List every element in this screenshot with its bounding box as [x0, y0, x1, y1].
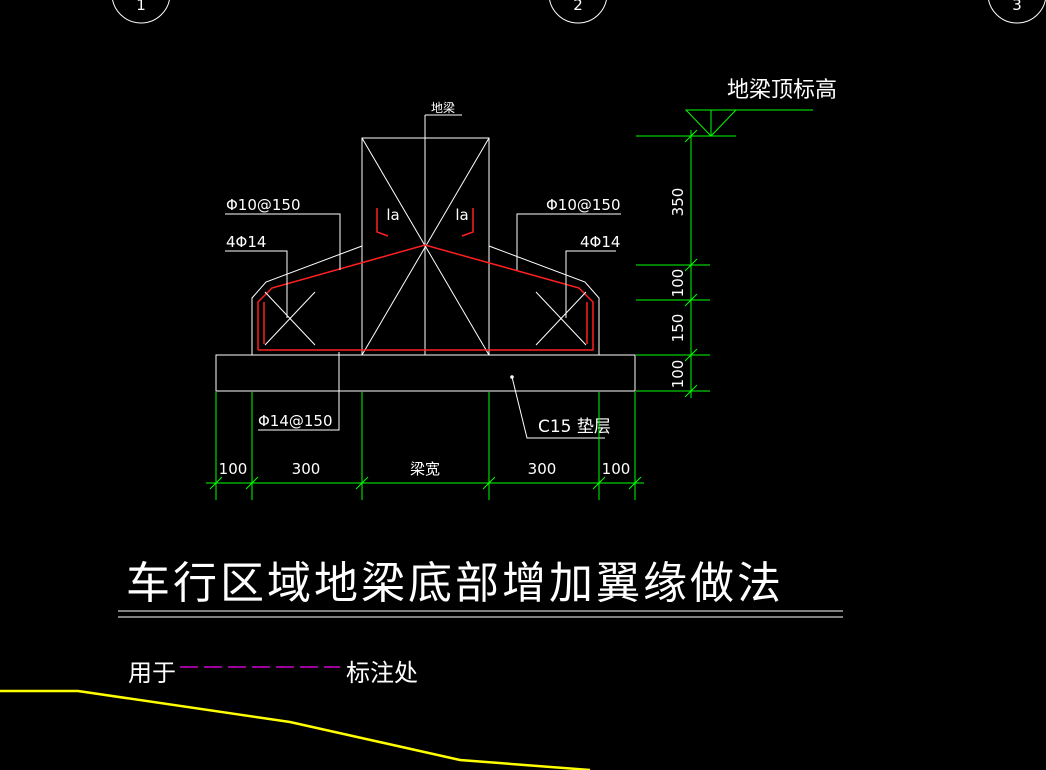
top-elevation-label: 地梁顶标高: [727, 78, 837, 103]
grid-axis-2-label: 2: [573, 0, 583, 14]
beam-label: 地梁: [431, 100, 455, 115]
dim-v-150: 150: [669, 314, 687, 343]
cushion-label: C15 垫层: [538, 417, 611, 437]
dim-h-100a: 100: [219, 460, 248, 478]
bars-left-label: 4Φ14: [226, 233, 266, 251]
anchor-left-label: la: [386, 206, 399, 224]
legend-note: 用于 标注处: [128, 659, 418, 687]
drawing-title: 车行区域地梁底部增加翼缘做法: [118, 558, 843, 618]
title-text: 车行区域地梁底部增加翼缘做法: [126, 558, 784, 609]
vertical-dimensions: 350 100 150 100: [636, 129, 736, 398]
dim-h-300b: 300: [528, 460, 557, 478]
leaders: Φ10@150 4Φ14 Φ10@150 4Φ14 Φ14@150 C15 垫层: [225, 196, 621, 439]
grid-axis-1-label: 1: [136, 0, 146, 14]
stirrup-left-label: Φ10@150: [226, 196, 301, 214]
grid-axis-3: 3: [988, 0, 1046, 24]
stirrup-right-label: Φ10@150: [546, 196, 621, 214]
dim-h-100b: 100: [602, 460, 631, 478]
grid-axis-3-label: 3: [1012, 0, 1022, 14]
dim-v-350: 350: [669, 188, 687, 217]
cushion-layer: [215, 354, 636, 392]
ground-line: [0, 689, 591, 770]
note-prefix: 用于: [128, 659, 176, 687]
grid-axis-1: 1: [112, 0, 170, 24]
rebar: la la: [257, 206, 594, 351]
bottom-bar-label: Φ14@150: [258, 412, 333, 430]
ground-beam: 地梁: [361, 100, 490, 356]
top-elevation-mark: 地梁顶标高: [684, 78, 837, 137]
flange-outline: [251, 245, 600, 355]
anchor-right-label: la: [455, 206, 468, 224]
horizontal-dimensions: 100 300 梁宽 300 100: [206, 392, 644, 500]
dim-h-beam-width: 梁宽: [410, 460, 440, 478]
bars-right-label: 4Φ14: [580, 233, 620, 251]
grid-axis-2: 2: [549, 0, 607, 24]
note-suffix: 标注处: [346, 659, 418, 687]
dim-v-100a: 100: [669, 269, 687, 298]
dim-h-300a: 300: [292, 460, 321, 478]
dim-v-100b: 100: [669, 360, 687, 389]
